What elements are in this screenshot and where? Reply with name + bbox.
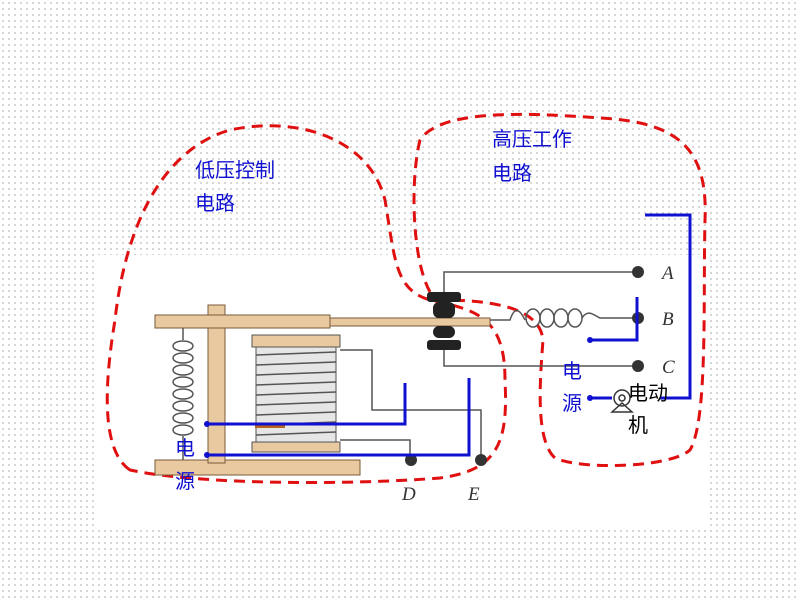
terminal-screws — [405, 266, 644, 466]
terminal-label-c: C — [662, 357, 675, 378]
spring-left — [172, 328, 194, 460]
motor-label-1: 电动 — [628, 381, 668, 405]
high-voltage-label-1: 高压工作 — [492, 127, 572, 151]
terminal-e — [475, 454, 487, 466]
terminal-c — [632, 360, 644, 372]
terminal-label-d: D — [401, 484, 416, 505]
figure-background — [95, 255, 707, 530]
terminal-a — [632, 266, 644, 278]
blue-wires — [207, 213, 692, 457]
terminal-d — [405, 454, 417, 466]
terminal-label-e: E — [467, 484, 480, 505]
high-voltage-region-outline — [412, 112, 707, 468]
left-power-label-2: 源 — [175, 469, 195, 493]
low-voltage-label-1: 低压控制 — [195, 158, 275, 182]
low-voltage-label-2: 电路 — [195, 191, 235, 215]
terminal-label-a: A — [660, 263, 674, 284]
left-power-label-1: 电 — [175, 436, 195, 460]
gray-wires — [340, 271, 632, 455]
inductor-coil — [490, 308, 632, 328]
low-voltage-region-outline — [105, 124, 507, 485]
wire-endpoints — [204, 337, 593, 458]
right-power-label-2: 源 — [562, 391, 582, 415]
terminal-label-b: B — [662, 309, 674, 330]
motor-label-2: 机 — [628, 413, 648, 437]
relay — [154, 266, 644, 476]
motor-icon — [610, 389, 634, 413]
electromagnet-coil — [251, 334, 341, 453]
high-voltage-label-2: 电路 — [492, 161, 532, 185]
right-power-label-1: 电 — [562, 359, 582, 383]
contacts — [427, 292, 461, 350]
